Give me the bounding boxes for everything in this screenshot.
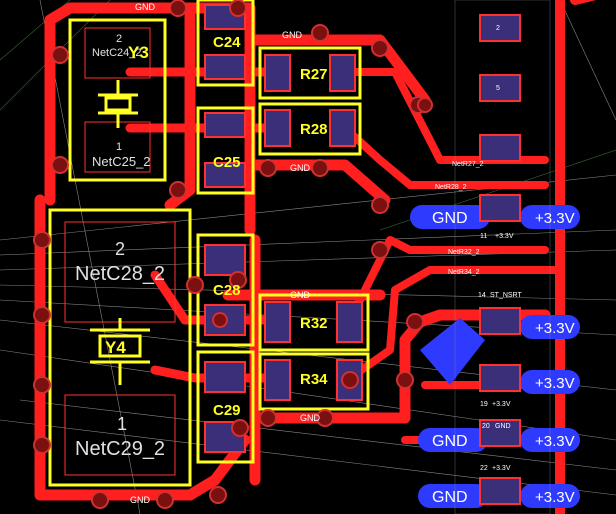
c29-designator: C29 (213, 402, 241, 419)
trace-label-r27: NetR27_2 (452, 161, 484, 168)
header-pin-net: GND (495, 423, 511, 430)
r28-designator: R28 (300, 121, 328, 138)
resistor-outlines (258, 46, 370, 411)
gnd-label: GND (290, 290, 311, 300)
y3-pin2-num: 2 (116, 33, 122, 45)
header-pin-net: +3.3V (492, 401, 511, 408)
y3-designator: Y3 (128, 43, 149, 62)
y3-pin2-net: NetC24_2 (92, 47, 142, 59)
header-pin-num: 2 (496, 25, 500, 32)
v33-power-label: +3.3V (535, 375, 575, 392)
y4-pin1-net: NetC29_2 (75, 438, 165, 460)
header-pin-num: 19 (480, 401, 488, 408)
y3-pin1-num: 1 (116, 141, 122, 153)
r32-designator: R32 (300, 315, 328, 332)
gnd-label: GND (130, 495, 151, 505)
trace-label-r34: NetR34_2 (448, 269, 480, 276)
c28-designator: C28 (213, 282, 241, 299)
y4-pin2-num: 2 (115, 239, 125, 259)
vias (33, 0, 433, 509)
capacitor-outlines (196, 0, 255, 464)
y4-pin1-num: 1 (117, 414, 127, 434)
v33-power-label: +3.3V (535, 320, 575, 337)
gnd-label: GND (282, 30, 303, 40)
y4-pin2-net: NetC28_2 (75, 263, 165, 285)
header-pin-num: 20 (482, 423, 490, 430)
gnd-label: GND (290, 163, 311, 173)
header-pin-num: 5 (496, 85, 500, 92)
r27-designator: R27 (300, 66, 328, 83)
gnd-power-label: GND (432, 489, 468, 506)
silkscreen-text: Y3 2 NetC24_2 1 NetC25_2 Y4 2 NetC28_2 1… (75, 33, 522, 460)
gnd-power-label: GND (432, 433, 468, 450)
v33-power-label: +3.3V (535, 489, 575, 506)
header-pin-labels: 2 5 11 +3.3V 14 19 +3.3V 20 GND 22 +3.3V (478, 25, 514, 472)
resistor-pads (264, 54, 363, 401)
y3-pin1-net: NetC25_2 (92, 154, 151, 169)
header-pin-num: 22 (480, 465, 488, 472)
header-pin-net: +3.3V (492, 465, 511, 472)
y4-crystal[interactable] (48, 208, 192, 487)
c25-designator: C25 (213, 154, 241, 171)
gnd-label: GND (300, 413, 321, 423)
gnd-power-label: GND (432, 210, 468, 227)
v33-power-label: +3.3V (535, 210, 575, 227)
capacitor-pads (204, 4, 246, 453)
gnd-label: GND (135, 2, 156, 12)
header-connector (454, 0, 551, 514)
net-labels: GND GND GND GND GND GND GND GND GND +3.3… (130, 2, 575, 506)
header-pin-num: 14 (478, 292, 486, 299)
v33-power-label: +3.3V (535, 433, 575, 450)
trace-label-nsrt: ST_NSRT (490, 292, 522, 299)
trace-label-r28: NetR28_2 (435, 184, 467, 191)
c24-designator: C24 (213, 34, 241, 51)
trace-label-r32: NetR32_2 (448, 249, 480, 256)
y3-crystal[interactable] (68, 18, 167, 182)
header-pin-num: 11 (480, 233, 487, 240)
y4-designator: Y4 (105, 338, 126, 357)
header-pin-net: +3.3V (495, 233, 514, 240)
r34-designator: R34 (300, 371, 328, 388)
